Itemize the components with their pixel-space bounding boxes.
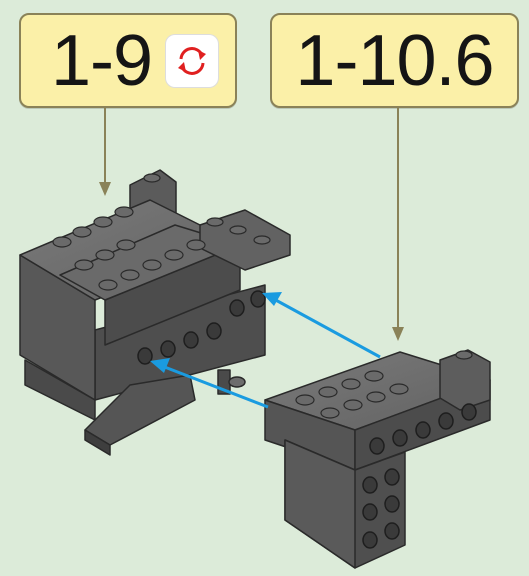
step-number-left: 1-9 — [51, 20, 153, 101]
assembly-arrow-upper — [262, 292, 381, 359]
right-assembly-holes — [362, 403, 477, 549]
callout-pointer-left — [99, 108, 111, 196]
left-brick-assembly — [19, 169, 291, 456]
callout-pointer-right — [392, 108, 404, 341]
right-brick-assembly — [264, 349, 491, 569]
assembly-arrow-lower — [150, 358, 269, 409]
right-assembly-studs — [295, 350, 473, 419]
left-assembly-studs — [52, 173, 271, 291]
left-assembly-holes — [137, 290, 266, 365]
step-number-right: 1-10.6 — [295, 20, 494, 101]
step-callout-left: 1-9 — [19, 13, 237, 108]
step-callout-right: 1-10.6 — [270, 13, 519, 108]
rotate-icon — [166, 34, 219, 87]
